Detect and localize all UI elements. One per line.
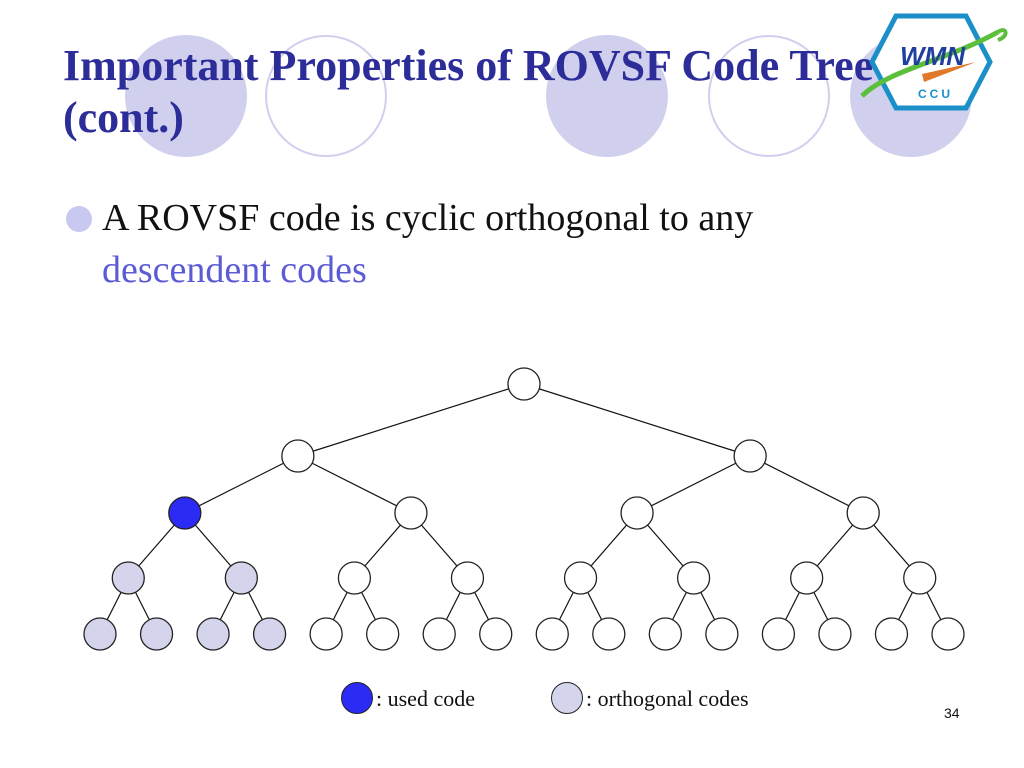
tree-edge — [297, 383, 525, 457]
tree-node-free — [790, 561, 824, 595]
tree-node-free — [450, 561, 485, 595]
slide-title: Important Properties of ROVSF Code Tree … — [63, 40, 943, 144]
tree-node-used — [168, 496, 202, 530]
decor-circle-4 — [708, 35, 830, 157]
tree-nodes — [83, 367, 965, 651]
bullet-highlight-text: descendent codes — [102, 249, 367, 291]
tree-node-free — [366, 617, 400, 651]
tree-node-orthogonal — [83, 617, 117, 651]
tree-edge — [184, 455, 299, 514]
tree-node-free — [563, 561, 598, 595]
bullet-point-icon — [66, 206, 92, 232]
title-line-2: (cont.) — [63, 93, 184, 142]
tree-node-free — [422, 617, 456, 651]
logo-text-ccu: CCU — [918, 87, 953, 101]
tree-node-free — [846, 496, 880, 530]
tree-edge — [749, 455, 864, 514]
legend-orthogonal-label: : orthogonal codes — [586, 686, 749, 711]
tree-node-free — [818, 617, 852, 651]
tree-edge — [297, 455, 412, 514]
tree-node-orthogonal — [139, 617, 174, 651]
decor-circle-3 — [546, 35, 668, 157]
tree-node-free — [337, 561, 372, 595]
bullet-text-block: A ROVSF code is cyclic orthogonal to any… — [102, 192, 922, 296]
legend-used-swatch — [341, 682, 373, 714]
tree-node-orthogonal — [111, 561, 145, 595]
title-line-1: Important Properties of ROVSF Code Tree — [63, 41, 874, 90]
tree-node-orthogonal — [252, 617, 287, 651]
tree-node-free — [903, 561, 937, 595]
tree-edge — [523, 383, 751, 457]
wmn-ccu-logo: WMN CCU — [860, 13, 1008, 111]
tree-node-free — [592, 617, 626, 651]
tree-node-free — [874, 617, 909, 651]
tree-node-free — [761, 617, 796, 651]
tree-node-free — [394, 496, 428, 530]
tree-node-free — [676, 561, 711, 595]
tree-node-orthogonal — [224, 561, 258, 595]
tree-node-free — [620, 496, 654, 530]
tree-node-free — [507, 367, 541, 401]
legend-orthogonal-swatch — [551, 682, 583, 714]
page-number: 34 — [944, 705, 960, 721]
tree-node-orthogonal — [196, 617, 230, 651]
decor-circle-2 — [265, 35, 387, 157]
tree-node-free — [535, 617, 569, 651]
bullet-text: A ROVSF code is cyclic orthogonal to any — [102, 197, 754, 239]
tree-node-free — [931, 617, 965, 651]
tree-node-free — [281, 439, 315, 473]
tree-node-free — [309, 617, 343, 651]
decor-circle-1 — [125, 35, 247, 157]
tree-node-free — [479, 617, 513, 651]
tree-edge — [636, 455, 751, 514]
tree-node-free — [733, 439, 767, 473]
logo-text-wmn: WMN — [900, 41, 966, 71]
tree-node-free — [648, 617, 682, 651]
tree-node-free — [705, 617, 739, 651]
tree-edges — [99, 383, 949, 635]
legend-used-label: : used code — [376, 686, 475, 711]
